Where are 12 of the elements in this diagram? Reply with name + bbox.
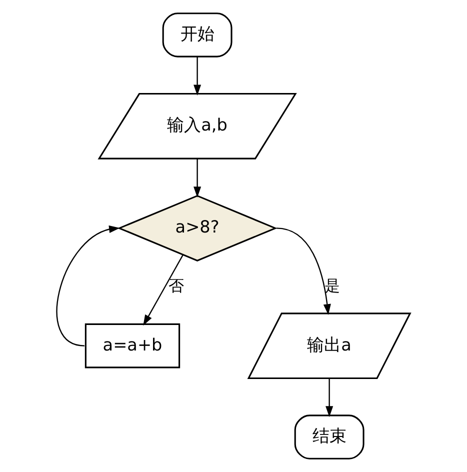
arrow bbox=[143, 254, 184, 326]
node-box: a=a+b bbox=[84, 323, 180, 368]
arrow bbox=[194, 56, 202, 96]
node-box: 结束 bbox=[294, 414, 364, 460]
arrow bbox=[194, 158, 202, 198]
arrow bbox=[276, 228, 331, 315]
node-box: 开始 bbox=[162, 12, 232, 58]
edge-label: 否 bbox=[168, 277, 184, 296]
edge-label: 是 bbox=[324, 277, 340, 296]
node-diamond: a>8? bbox=[117, 194, 278, 262]
arrow bbox=[326, 378, 334, 417]
arrow bbox=[56, 225, 120, 346]
